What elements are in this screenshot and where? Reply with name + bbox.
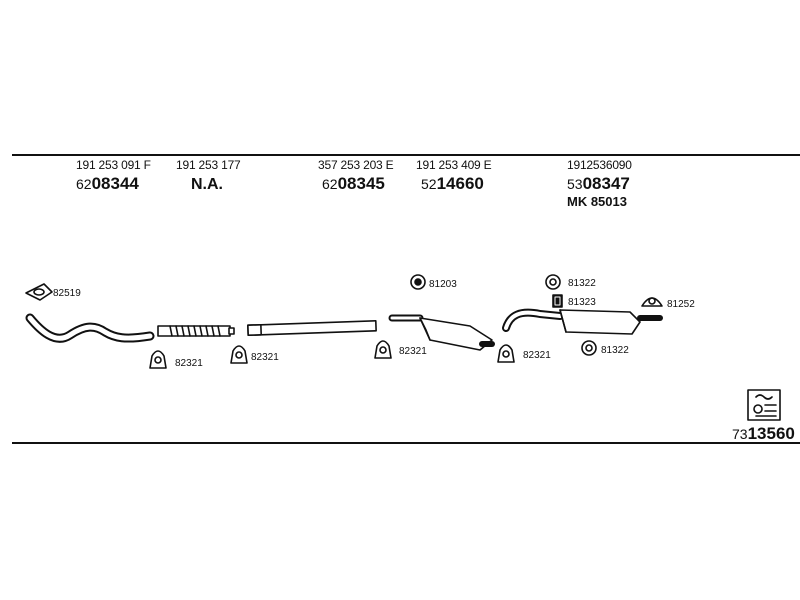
part-code-5-main: 08347 (582, 174, 630, 193)
oem-number-1: 191 253 091 F (76, 158, 151, 172)
part-label-82321-b: 82321 (251, 352, 279, 363)
diagram-kit-icon (747, 389, 781, 421)
mk-kit-number: MK 85013 (567, 194, 627, 209)
rear-silencer (502, 308, 663, 335)
rubber-mount-icon (545, 274, 561, 290)
part-label-82519: 82519 (53, 288, 81, 299)
clamp-icon (230, 345, 248, 364)
mounting-bracket-icon (552, 294, 563, 308)
part-label-82321-c: 82321 (399, 346, 427, 357)
part-code-4: 5214660 (421, 175, 484, 194)
middle-pipe (247, 319, 377, 337)
part-code-2-na: N.A. (191, 176, 223, 193)
flex-pipe-section (157, 325, 235, 337)
part-code-3: 6208345 (322, 175, 385, 194)
oem-number-5: 1912536090 (567, 158, 632, 172)
part-label-82321-a: 82321 (175, 358, 203, 369)
centre-silencer (388, 314, 495, 351)
clamp-icon (374, 340, 392, 359)
top-rule (12, 154, 800, 156)
hanger-bracket-icon (641, 297, 663, 307)
clamp-icon (497, 344, 515, 363)
rubber-mount-icon (581, 340, 597, 356)
oem-number-4: 191 253 409 E (416, 158, 492, 172)
part-code-1-prefix: 62 (76, 176, 92, 192)
part-label-81322-a: 81322 (568, 278, 596, 289)
part-label-81322-b: 81322 (601, 345, 629, 356)
oem-number-3: 357 253 203 E (318, 158, 394, 172)
diagram-code-main: 13560 (747, 424, 795, 443)
gasket-icon (25, 283, 53, 301)
rubber-mount-icon (410, 274, 426, 290)
part-code-1: 6208344 (76, 175, 139, 194)
part-code-3-prefix: 62 (322, 176, 338, 192)
front-downpipe (25, 313, 155, 343)
bottom-rule (12, 442, 800, 444)
part-code-5: 5308347 (567, 175, 630, 194)
part-code-4-main: 14660 (436, 174, 484, 193)
diagram-code-prefix: 73 (732, 426, 748, 442)
part-label-82321-d: 82321 (523, 350, 551, 361)
part-label-81252: 81252 (667, 299, 695, 310)
part-label-81323: 81323 (568, 297, 596, 308)
clamp-icon (149, 350, 167, 369)
oem-number-2: 191 253 177 (176, 158, 241, 172)
diagram-code: 7313560 (732, 424, 795, 444)
part-code-5-prefix: 53 (567, 176, 583, 192)
part-code-3-main: 08345 (337, 174, 385, 193)
part-code-1-main: 08344 (91, 174, 139, 193)
part-label-81203: 81203 (429, 279, 457, 290)
part-code-4-prefix: 52 (421, 176, 437, 192)
